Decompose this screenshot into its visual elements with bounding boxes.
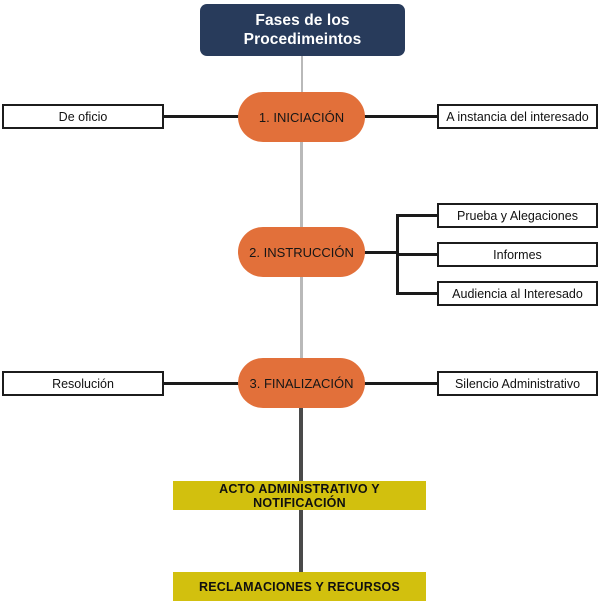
connector-stage-3-left	[163, 382, 247, 385]
branch-box-silencio-administrativo[interactable]: Silencio Administrativo	[437, 371, 598, 396]
branch-box-label: Prueba y Alegaciones	[457, 208, 578, 223]
outcome-box-reclamaciones-y-recursos[interactable]: RECLAMACIONES Y RECURSOS	[173, 572, 426, 601]
connector-stage-2-stem	[356, 251, 398, 254]
diagram-title-line-1: Fases de los	[255, 12, 350, 29]
branch-box-label: A instancia del interesado	[446, 109, 589, 124]
branch-box-label: De oficio	[58, 109, 108, 124]
connector-stage-3-to-acto	[299, 408, 303, 482]
connector-stage-2-to-prueba	[396, 214, 438, 217]
stage-node-label: 3. FINALIZACIÓN	[249, 375, 354, 391]
branch-box-informes[interactable]: Informes	[437, 242, 598, 267]
connector-stage-2-to-stage-3	[300, 276, 303, 359]
outcome-box-acto-administrativo[interactable]: ACTO ADMINISTRATIVO Y NOTIFICACIÓN	[173, 481, 426, 510]
outcome-box-label: ACTO ADMINISTRATIVO Y NOTIFICACIÓN	[219, 481, 380, 510]
branch-box-a-instancia-del-interesado[interactable]: A instancia del interesado	[437, 104, 598, 129]
stage-node-iniciacion[interactable]: 1. INICIACIÓN	[238, 92, 365, 142]
connector-stage-1-right	[356, 115, 438, 118]
connector-stage-2-to-informes	[396, 253, 438, 256]
connector-stage-2-to-audiencia	[396, 292, 438, 295]
branch-box-label: Informes	[493, 247, 542, 262]
diagram-title-line-2: Procedimeintos	[243, 31, 362, 48]
stage-node-finalizacion[interactable]: 3. FINALIZACIÓN	[238, 358, 365, 408]
branch-box-resolucion[interactable]: Resolución	[2, 371, 164, 396]
outcome-box-label: RECLAMACIONES Y RECURSOS	[199, 579, 400, 594]
branch-box-prueba-y-alegaciones[interactable]: Prueba y Alegaciones	[437, 203, 598, 228]
stage-node-label: 1. INICIACIÓN	[258, 109, 345, 125]
connector-stage-1-to-stage-2	[300, 141, 303, 228]
branch-box-audiencia-al-interesado[interactable]: Audiencia al Interesado	[437, 281, 598, 306]
connector-acto-to-reclamaciones	[299, 509, 303, 573]
branch-box-label: Resolución	[52, 376, 114, 391]
stage-node-label: 2. INSTRUCCIÓN	[249, 244, 354, 260]
connector-title-to-stage-1	[301, 56, 303, 94]
branch-box-de-oficio[interactable]: De oficio	[2, 104, 164, 129]
diagram-title: Fases de los Procedimeintos	[200, 4, 405, 56]
connector-stage-1-left	[163, 115, 247, 118]
branch-box-label: Audiencia al Interesado	[452, 286, 583, 301]
branch-box-label: Silencio Administrativo	[454, 376, 581, 391]
stage-node-instruccion[interactable]: 2. INSTRUCCIÓN	[238, 227, 365, 277]
connector-stage-3-right	[356, 382, 438, 385]
